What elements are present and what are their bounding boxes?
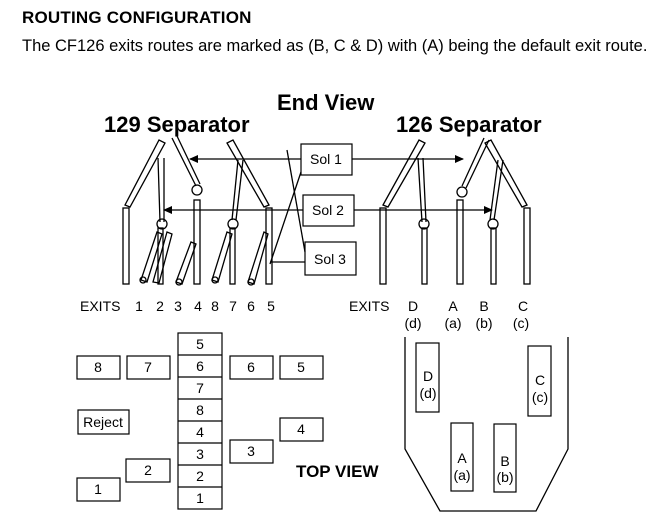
right-exit-letter: A — [448, 298, 458, 314]
right-exits-label: EXITS — [349, 298, 389, 314]
exit-box-3 — [229, 439, 274, 464]
solenoid-1-box — [300, 143, 353, 176]
stack-cell: 5 — [196, 336, 204, 352]
slot-b-sub: (b) — [496, 469, 513, 485]
right-separator-title: 126 Separator — [396, 112, 542, 137]
reject-box-label: Reject — [83, 414, 123, 430]
separator-post — [157, 227, 164, 285]
left-separator-drawing — [122, 135, 273, 286]
top-view-label: TOP VIEW — [296, 462, 379, 481]
stack-cell: 3 — [196, 446, 204, 462]
exit-box-8-label: 8 — [94, 359, 102, 375]
right-exit-letter: B — [479, 298, 488, 314]
exit-box-7-label: 7 — [144, 359, 152, 375]
flipper-blade — [226, 139, 270, 208]
solenoid-3-box — [304, 241, 357, 276]
left-exit-number: 2 — [156, 298, 164, 314]
flipper-blade — [124, 139, 166, 208]
page-heading: ROUTING CONFIGURATION — [22, 8, 252, 27]
flipper-pivot — [456, 186, 468, 198]
left-exit-number: 8 — [211, 298, 219, 314]
flipper-blade — [484, 139, 528, 208]
separator-post — [193, 199, 201, 285]
separator-post — [456, 199, 464, 285]
exit-box-2-label: 2 — [144, 462, 152, 478]
separator-post — [379, 207, 387, 285]
top-view-drawing: D (d) C (c) A (a) B (b) — [404, 337, 569, 512]
exit-box-5-label: 5 — [297, 359, 305, 375]
slot-b-letter: B — [500, 453, 509, 469]
slot-d-letter: D — [423, 368, 433, 384]
stack-cell: 4 — [196, 424, 204, 440]
solenoid-group: Sol 1 Sol 2 Sol 3 — [163, 143, 493, 276]
right-exit-sub: (b) — [475, 315, 492, 331]
separator-post — [229, 227, 236, 285]
left-exits-label: EXITS — [80, 298, 120, 314]
separator-post — [421, 227, 428, 285]
exit-box-1-label: 1 — [94, 481, 102, 497]
left-exit-number: 1 — [135, 298, 143, 314]
stack-cell: 8 — [196, 402, 204, 418]
slot-a-sub: (a) — [453, 467, 470, 483]
separator-post — [523, 207, 531, 285]
exit-box-7 — [126, 355, 171, 380]
left-exit-number: 5 — [267, 298, 275, 314]
end-view-title: End View — [277, 90, 375, 115]
exit-box-6-label: 6 — [247, 359, 255, 375]
flipper-pivot — [156, 218, 168, 230]
right-exit-letter: C — [518, 298, 528, 314]
slot-b — [493, 423, 517, 493]
hopper-outline — [404, 337, 569, 512]
separator-post — [122, 207, 130, 285]
flipper-blade — [382, 139, 426, 208]
exit-stack: 5 6 7 8 4 3 2 1 — [177, 332, 223, 510]
left-exit-number: 6 — [247, 298, 255, 314]
left-exit-number: 3 — [174, 298, 182, 314]
exit-box-8 — [76, 355, 121, 380]
stack-cell: 2 — [196, 468, 204, 484]
exit-box-2 — [125, 458, 171, 483]
separator-post — [490, 227, 497, 285]
flipper-pivot — [487, 218, 499, 230]
slot-d — [415, 342, 440, 413]
slot-d-sub: (d) — [419, 385, 436, 401]
solenoid-2-box — [302, 194, 355, 227]
exit-box-4-label: 4 — [297, 421, 305, 437]
slot-c-sub: (c) — [532, 389, 548, 405]
intro-paragraph: The CF126 exits routes are marked as (B,… — [22, 37, 648, 55]
solenoid-2-label: Sol 2 — [312, 202, 344, 218]
slot-a-letter: A — [457, 450, 467, 466]
exit-box-1 — [76, 477, 121, 502]
exit-box-5 — [279, 355, 324, 380]
right-exit-sub: (a) — [444, 315, 461, 331]
right-exit-sub: (d) — [404, 315, 421, 331]
stack-cell: 7 — [196, 380, 204, 396]
right-separator-drawing — [379, 137, 531, 285]
solenoid-3-label: Sol 3 — [314, 251, 346, 267]
exit-box-4 — [279, 417, 324, 442]
exit-box-3-label: 3 — [247, 443, 255, 459]
right-exit-letter: D — [408, 298, 418, 314]
slot-a — [450, 422, 474, 492]
separator-post — [265, 207, 273, 285]
side-boxes: 8 7 6 5 Reject 4 3 2 1 — [76, 355, 324, 502]
left-exit-number: 7 — [229, 298, 237, 314]
solenoid-1-label: Sol 1 — [310, 151, 342, 167]
slot-c — [527, 345, 552, 417]
stack-cell: 1 — [196, 490, 204, 506]
stack-cell: 6 — [196, 358, 204, 374]
reject-box — [77, 409, 130, 435]
flipper-pivot — [418, 218, 430, 230]
flipper-pivot — [191, 184, 203, 196]
left-separator-title: 129 Separator — [104, 112, 250, 137]
left-exit-number: 4 — [194, 298, 202, 314]
slot-c-letter: C — [535, 372, 545, 388]
exit-box-6 — [229, 355, 274, 380]
right-exit-sub: (c) — [513, 315, 529, 331]
flipper-pivot — [227, 218, 239, 230]
